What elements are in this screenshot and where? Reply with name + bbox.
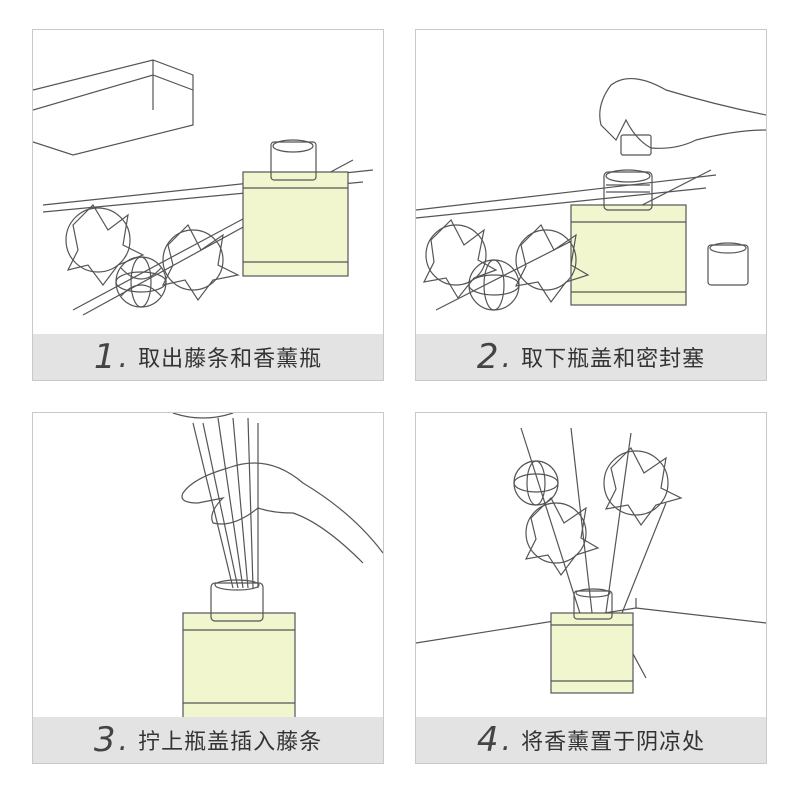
step-number: 1 (93, 337, 116, 377)
step-4-panel: 4. 将香薰置于阴凉处 (415, 412, 767, 764)
step-2-caption: 2. 取下瓶盖和密封塞 (416, 334, 766, 380)
step-2-panel: 2. 取下瓶盖和密封塞 (415, 29, 767, 381)
step-4-illustration (416, 427, 766, 694)
step-3-caption: 3. 拧上瓶盖插入藤条 (33, 717, 383, 763)
step-label: 取下瓶盖和密封塞 (521, 347, 706, 372)
step-number: 4 (476, 720, 499, 760)
step-number: 3 (93, 720, 116, 760)
step-2-illustration (416, 78, 766, 311)
step-label: 将香薰置于阴凉处 (521, 730, 706, 755)
step-1-illustration (33, 59, 374, 316)
step-3-illustration (172, 413, 383, 719)
step-1-panel: 1. 取出藤条和香薰瓶 (32, 29, 384, 381)
step-label: 拧上瓶盖插入藤条 (138, 730, 323, 755)
step-3-panel: 3. 拧上瓶盖插入藤条 (32, 412, 384, 764)
step-1-caption: 1. 取出藤条和香薰瓶 (33, 334, 383, 380)
step-label: 取出藤条和香薰瓶 (138, 347, 323, 372)
step-number: 2 (476, 337, 499, 377)
step-4-caption: 4. 将香薰置于阴凉处 (416, 717, 766, 763)
